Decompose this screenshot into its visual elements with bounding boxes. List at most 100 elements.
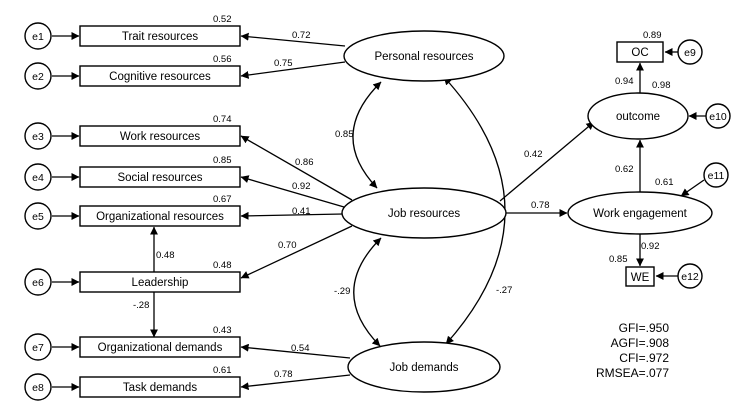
error-e1-label: e1 — [32, 31, 44, 43]
edge-jobres-leadership — [240, 225, 353, 279]
coef-jobres-work: 0.86 — [295, 157, 314, 168]
observed-variables: Trait resources Cognitive resources Work… — [79, 25, 241, 398]
r2-org-demands: 0.43 — [213, 325, 232, 336]
r2-work: 0.74 — [213, 114, 232, 125]
edges — [52, 32, 706, 391]
edge-jobres-organizational — [240, 211, 344, 220]
error-e6: e6 — [24, 268, 52, 296]
coef-jobdem-task-demands: 0.78 — [274, 369, 293, 380]
node-oc-label: OC — [631, 47, 648, 59]
node-social-resources-label: Social resources — [117, 172, 202, 184]
node-outcome-label: outcome — [616, 111, 660, 123]
error-e4: e4 — [24, 163, 52, 191]
edge-jobres-social — [240, 175, 345, 208]
error-e5: e5 — [24, 202, 52, 230]
node-organizational-resources-label: Organizational resources — [96, 211, 224, 223]
coef-outcome-oc: 0.94 — [615, 76, 634, 87]
error-e9: e9 — [677, 39, 703, 65]
coef-personal-cognitive: 0.75 — [274, 58, 293, 69]
node-personal-resources-label: Personal resources — [374, 51, 473, 63]
latent-variables: Personal resources Job resources Job dem… — [341, 30, 713, 393]
node-personal-resources: Personal resources — [343, 30, 505, 82]
error-e5-label: e5 — [32, 211, 44, 223]
edge-jobdem-org-demands — [240, 343, 351, 359]
node-task-demands-label: Task demands — [123, 382, 197, 394]
coef-personal-jobres: 0.85 — [335, 129, 354, 140]
r2-trait: 0.52 — [213, 14, 232, 25]
node-job-resources-label: Job resources — [388, 208, 460, 220]
coef-personal-jobdem: -.27 — [496, 285, 512, 296]
edge-personal-trait — [240, 32, 346, 47]
fit-cfi: CFI=.972 — [619, 351, 669, 365]
coef-personal-trait: 0.72 — [292, 30, 311, 41]
r2-task-demands: 0.61 — [213, 365, 232, 376]
error-e2: e2 — [24, 62, 52, 90]
node-social-resources: Social resources — [79, 166, 241, 188]
coef-we-we: 0.92 — [641, 241, 660, 252]
node-leadership-label: Leadership — [132, 277, 189, 289]
edge-cov-jobres-jobdem — [353, 237, 382, 347]
error-e7-label: e7 — [32, 342, 44, 354]
error-e10: e10 — [705, 103, 731, 129]
fit-gfi: GFI=.950 — [619, 321, 670, 335]
error-e9-label: e9 — [684, 47, 696, 59]
error-e12: e12 — [677, 263, 703, 289]
error-e1: e1 — [24, 22, 52, 50]
r2-work-engagement: 0.61 — [655, 177, 674, 188]
r2-organizational: 0.67 — [213, 194, 232, 205]
r2-outcome: 0.98 — [652, 80, 671, 91]
coef-jobres-organizational: 0.41 — [292, 206, 311, 217]
node-organizational-demands-label: Organizational demands — [98, 342, 223, 354]
error-e7: e7 — [24, 333, 52, 361]
error-terms: e1 e2 e3 e4 e5 e6 e7 e8 e9 e10 e11 e12 — [24, 22, 731, 401]
error-e6-label: e6 — [32, 277, 44, 289]
fit-agfi: AGFI=.908 — [611, 336, 670, 350]
node-we-label: WE — [631, 272, 650, 284]
coef-jobres-work-engagement: 0.78 — [531, 200, 550, 211]
r2-cognitive: 0.56 — [213, 54, 232, 65]
node-cognitive-resources-label: Cognitive resources — [109, 71, 211, 83]
error-e10-label: e10 — [709, 111, 727, 123]
node-trait-resources: Trait resources — [79, 25, 241, 47]
r2-social: 0.85 — [213, 155, 232, 166]
coef-leadership-organizational: 0.48 — [156, 250, 175, 261]
coef-jobres-leadership: 0.70 — [278, 240, 297, 251]
coef-jobdem-org-demands: 0.54 — [291, 343, 310, 354]
coef-leadership-org-demands: -.28 — [133, 300, 149, 311]
node-work-resources: Work resources — [79, 125, 241, 147]
node-task-demands: Task demands — [79, 376, 241, 398]
node-work-resources-label: Work resources — [120, 131, 201, 143]
node-job-demands: Job demands — [347, 341, 501, 393]
node-we: WE — [625, 266, 655, 287]
node-oc: OC — [616, 41, 664, 63]
node-outcome: outcome — [587, 92, 689, 140]
edge-jobres-work — [240, 135, 353, 201]
edge-jobdem-task-demands — [240, 374, 351, 391]
node-job-demands-label: Job demands — [389, 362, 458, 374]
path-coefficients: 0.72 0.75 0.85 0.86 0.92 0.41 0.70 0.48 … — [133, 30, 660, 380]
error-e4-label: e4 — [32, 172, 44, 184]
node-work-engagement: Work engagement — [567, 191, 713, 235]
error-e3: e3 — [24, 122, 52, 150]
r2-leadership: 0.48 — [213, 260, 232, 271]
error-e8: e8 — [24, 373, 52, 401]
r2-oc: 0.89 — [643, 30, 662, 41]
error-e3-label: e3 — [32, 131, 44, 143]
edge-jobres-outcome — [499, 121, 595, 202]
error-e2-label: e2 — [32, 71, 44, 83]
error-e11-label: e11 — [708, 170, 725, 182]
coef-jobres-outcome: 0.42 — [524, 149, 543, 160]
fit-rmsea: RMSEA=.077 — [596, 366, 669, 380]
edge-cov-personal-jobres — [352, 81, 382, 189]
node-organizational-resources: Organizational resources — [79, 205, 241, 227]
outcome-indicators: OC WE — [616, 41, 664, 287]
r2-we: 0.85 — [609, 254, 628, 265]
coef-we-outcome: 0.62 — [615, 164, 634, 175]
node-leadership: Leadership — [79, 271, 241, 293]
edge-personal-cognitive — [240, 61, 346, 79]
coef-jobres-jobdem: -.29 — [334, 286, 350, 297]
fit-indices: GFI=.950 AGFI=.908 CFI=.972 RMSEA=.077 — [596, 321, 669, 380]
edge-e11-we — [680, 179, 705, 197]
node-job-resources: Job resources — [341, 187, 507, 239]
